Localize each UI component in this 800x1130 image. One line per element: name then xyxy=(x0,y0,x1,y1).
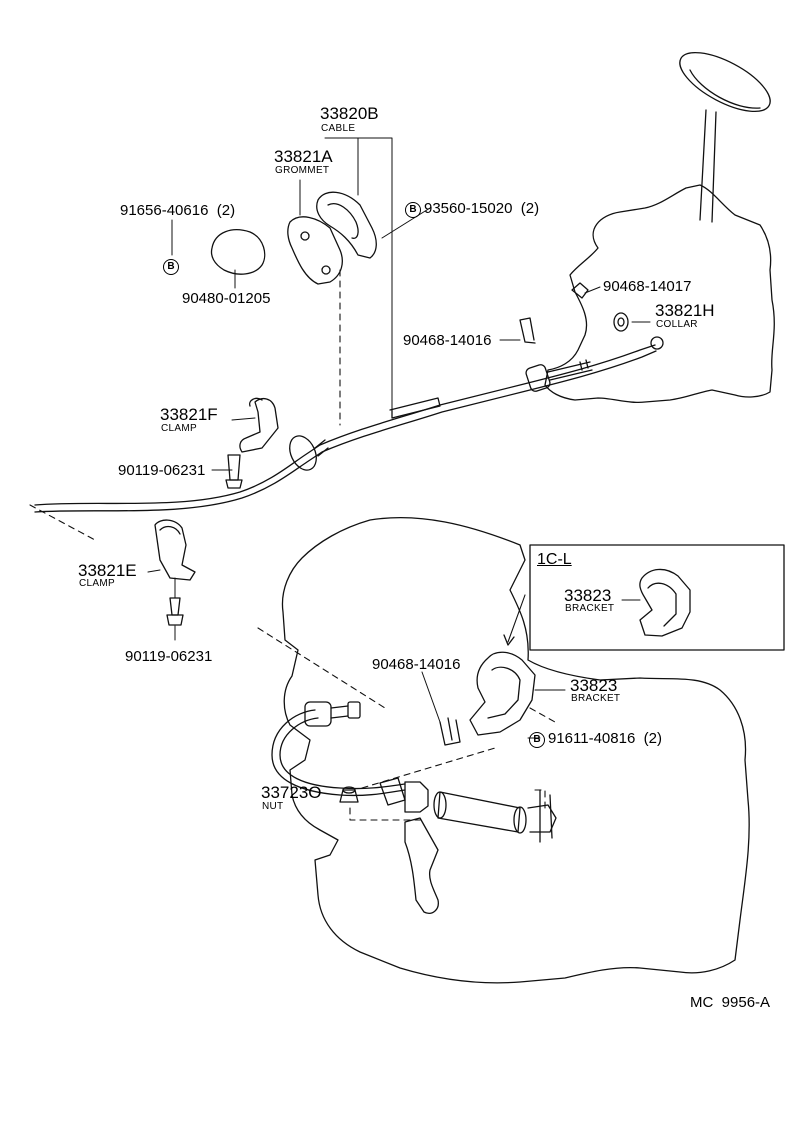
b-mark-screw-upper: B xyxy=(163,258,182,275)
label-cap-part-no: 90480-01205 xyxy=(182,290,271,307)
shifter-housing-outline xyxy=(545,185,774,402)
label-clamp-f-part-no: 33821F xyxy=(160,405,218,424)
lower-cable-boot xyxy=(305,702,331,726)
grommet-plate xyxy=(288,217,342,284)
cable-grommet-lower xyxy=(285,432,322,475)
bracket-lower xyxy=(470,652,535,735)
label-bracket-name: BRACKET xyxy=(571,693,621,704)
label-clamp-e-part-no: 33821E xyxy=(78,561,137,580)
clamp-e xyxy=(155,520,195,580)
cable-grommet-upper xyxy=(525,363,551,392)
bolt-f xyxy=(228,455,240,480)
label-clamp-f-name: CLAMP xyxy=(161,423,197,434)
bolt-e xyxy=(170,598,180,615)
label-bolt-e: 90119-06231 xyxy=(125,648,213,665)
clip-upper xyxy=(572,283,588,298)
label-collar-name: COLLAR xyxy=(656,319,698,330)
cap-plug xyxy=(212,230,265,274)
shift-lever xyxy=(700,110,716,222)
label-bolt-f: 90119-06231 xyxy=(118,462,206,479)
inset-title: 1C-L xyxy=(537,551,572,568)
label-inset-bracket-part-no: 33823 xyxy=(564,586,612,605)
label-nut-name: NUT xyxy=(262,801,284,812)
transmission-shift-arm xyxy=(405,818,438,913)
b-mark-bolt-lower: B xyxy=(529,732,545,748)
cable-end-cylinder xyxy=(438,792,520,832)
b-mark-bolt-upper: B xyxy=(405,202,421,218)
transmission-housing-outline xyxy=(282,518,749,983)
clamp-f xyxy=(240,399,278,452)
label-clip-lower: 90468-14016 xyxy=(372,656,461,673)
clip-lower xyxy=(440,718,460,745)
label-grommet-name: GROMMET xyxy=(275,165,330,176)
shift-knob xyxy=(671,41,778,123)
label-clip-mid: 90468-14016 xyxy=(403,332,492,349)
label-grommet-part-no: 33821A xyxy=(274,147,333,166)
label-nut-part-no: 33723O xyxy=(261,783,322,802)
label-clip-upper: 90468-14017 xyxy=(603,278,692,295)
collar xyxy=(614,313,628,331)
bracket-inset xyxy=(640,569,690,636)
label-clamp-e-name: CLAMP xyxy=(79,578,115,589)
clip-mid xyxy=(520,318,535,343)
drawing-code: MC 9956-A xyxy=(690,994,771,1011)
nut xyxy=(340,790,358,802)
retainer-plate xyxy=(317,192,377,258)
label-screw-upper: 91656-40616 (2) xyxy=(120,202,236,219)
label-cable-name: CABLE xyxy=(321,123,356,134)
label-cable-part-no: 33820B xyxy=(320,104,379,123)
label-collar-part-no: 33821H xyxy=(655,301,715,320)
inset-box xyxy=(530,545,784,650)
label-bracket-part-no: 33823 xyxy=(570,676,618,695)
cable-upper-run xyxy=(35,345,655,505)
cable-lower-run xyxy=(272,710,405,795)
label-inset-bracket-name: BRACKET xyxy=(565,603,615,614)
cable-rod-end xyxy=(651,337,663,349)
